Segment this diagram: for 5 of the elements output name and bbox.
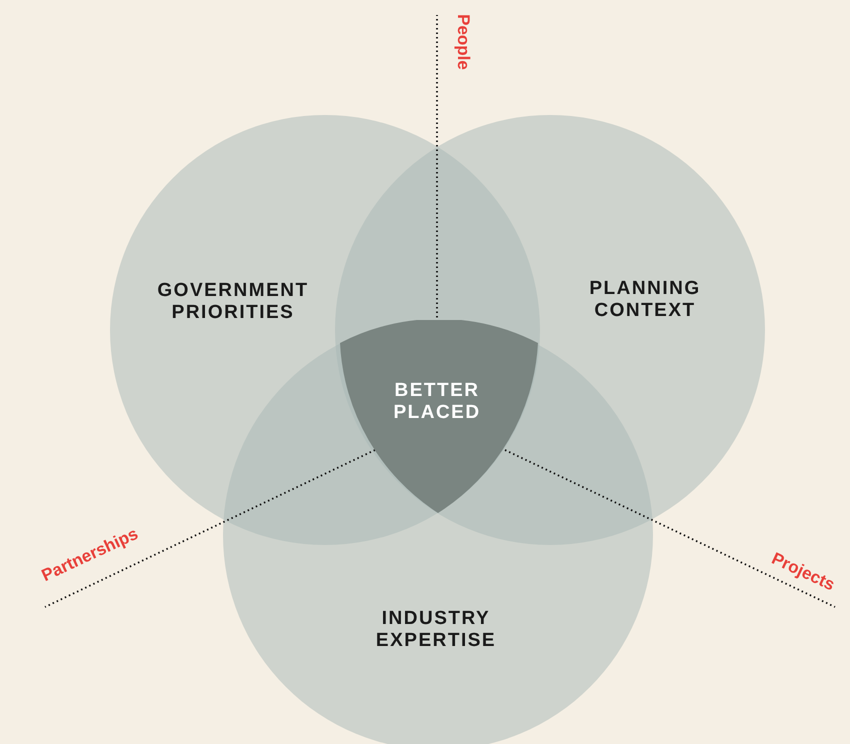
- axis-label: People: [453, 14, 473, 70]
- circle-label: GOVERNMENT PRIORITIES: [156, 280, 310, 324]
- center-label: BETTER PLACED: [392, 380, 482, 424]
- circle-label: INDUSTRY EXPERTISE: [374, 608, 498, 652]
- circle-label: PLANNING CONTEXT: [588, 278, 702, 322]
